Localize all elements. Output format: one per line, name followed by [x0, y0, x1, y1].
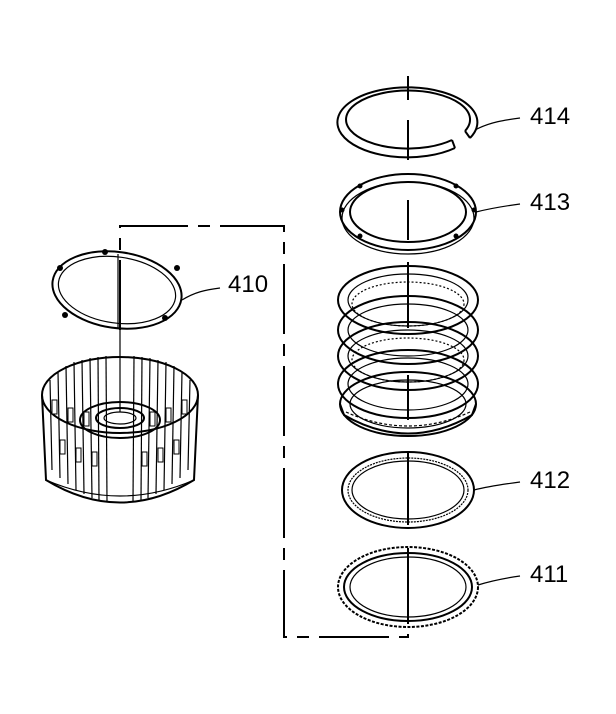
callout-414: 414 — [530, 103, 570, 130]
leader-410 — [181, 287, 221, 301]
leader-413 — [475, 203, 521, 213]
part-410-seal-ring — [51, 249, 183, 330]
callout-411: 411 — [530, 561, 568, 588]
leader-412 — [473, 481, 521, 491]
assembly-path-line — [119, 225, 409, 638]
callout-413: 413 — [530, 189, 570, 216]
leader-414 — [474, 117, 521, 131]
part-414-snap-ring — [336, 86, 479, 159]
callout-410: 410 — [228, 271, 268, 298]
leader-411 — [477, 575, 521, 586]
part-411-waved-plate — [337, 546, 479, 628]
clutch-plate-stack — [337, 265, 479, 437]
callout-412: 412 — [530, 467, 570, 494]
clutch-housing-drum — [41, 330, 199, 504]
